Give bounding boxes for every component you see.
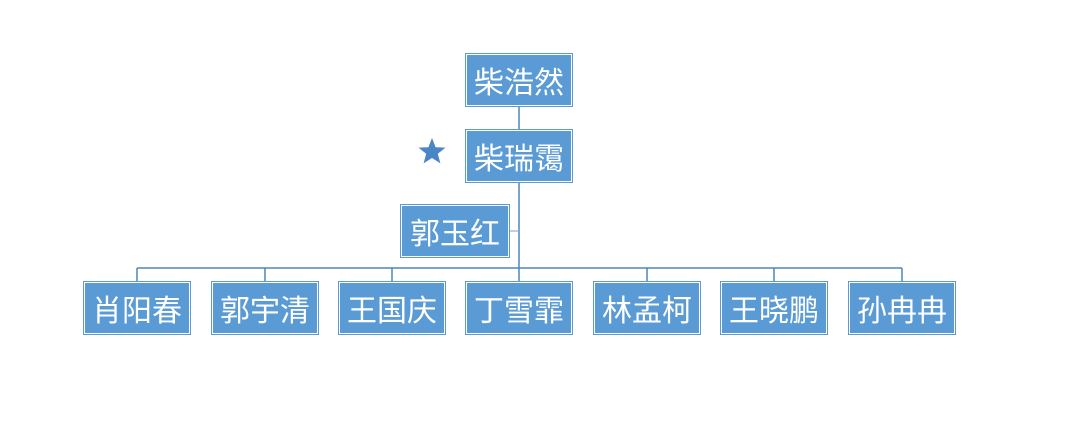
star-icon [418,138,446,164]
node-child-2: 郭宇清 [211,281,319,335]
node-child-1: 肖阳春 [83,281,191,335]
node-child-7: 孙冉冉 [848,281,956,335]
node-child-3: 王国庆 [338,281,446,335]
node-assistant: 郭玉红 [400,204,510,258]
node-second: 柴瑞霭 [465,129,573,183]
node-child-5: 林孟柯 [593,281,701,335]
node-child-4: 丁雪霏 [465,281,573,335]
node-child-6: 王晓鹏 [720,281,828,335]
node-root: 柴浩然 [465,53,573,107]
